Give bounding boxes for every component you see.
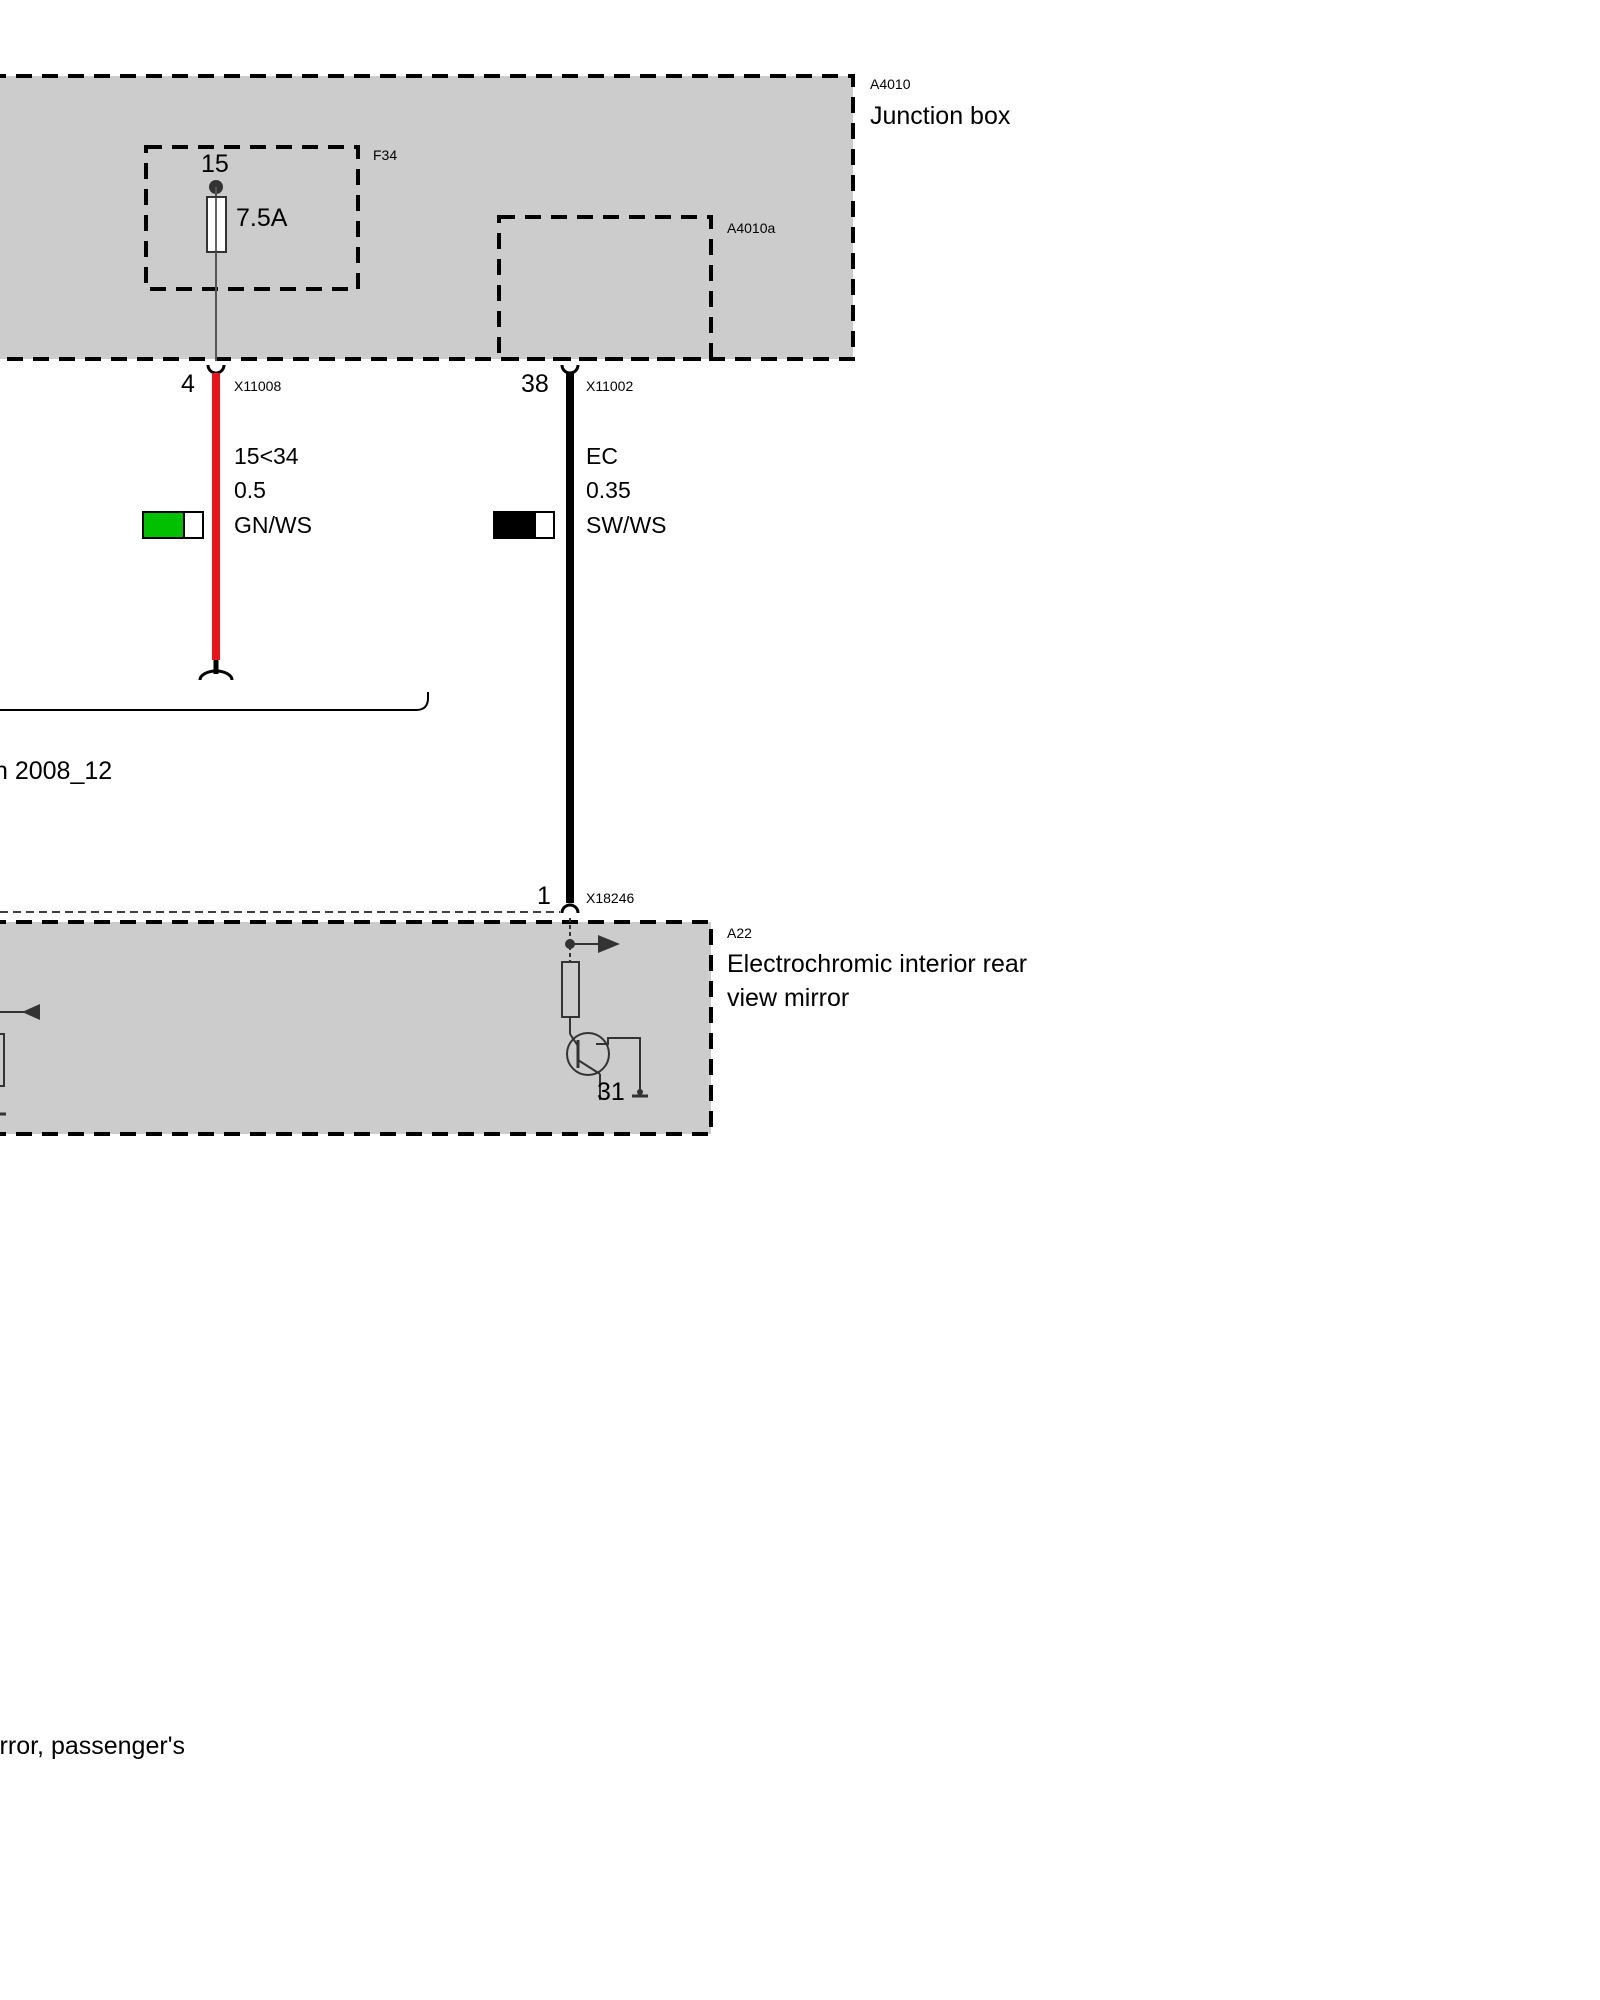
junction-box-id: A4010	[870, 76, 911, 92]
ground-dot	[637, 1089, 643, 1095]
fuse-f34: F34 15 7.5A	[144, 145, 397, 361]
wire-connector: X11002	[586, 378, 633, 394]
wire-signal: EC	[586, 443, 618, 469]
transistor-emitter	[577, 1059, 601, 1075]
connector-socket-icon	[206, 364, 226, 375]
arrow-left-icon	[22, 1004, 40, 1020]
color-swatch-primary	[493, 511, 536, 539]
variant-bracket: n 2008_12	[0, 692, 429, 785]
connector-socket-icon	[560, 364, 580, 375]
wire-signal: 15<34	[234, 443, 299, 469]
color-swatch-secondary	[534, 511, 555, 539]
mirror-connector-id: X18246	[586, 890, 634, 906]
wire-sw-ws: 38 X11002 EC 0.35 SW/WS 1 X18246	[493, 364, 667, 914]
wire-pin: 4	[181, 370, 195, 398]
fuse-id: F34	[373, 147, 397, 163]
fuse-housing	[144, 145, 360, 291]
mirror-connector-pin: 1	[537, 882, 551, 910]
wire-color-code: SW/WS	[586, 512, 667, 538]
subunit-housing	[497, 215, 713, 361]
color-swatch-secondary	[183, 511, 204, 539]
wire-gn-ws: 4 X11008 15<34 0.5 GN/WS	[142, 364, 312, 681]
mirror-module-body	[0, 920, 713, 1136]
wire-gauge: 0.5	[234, 477, 266, 503]
junction-box-name: Junction box	[870, 102, 1011, 130]
junction-box-body	[0, 74, 855, 361]
mirror-id: A22	[727, 925, 752, 941]
wire-break-icon	[198, 669, 234, 681]
transistor-icon	[566, 1032, 610, 1076]
fuse-rating: 7.5A	[236, 204, 288, 232]
mirror-name-line2: view mirror	[727, 984, 849, 1012]
transistor-lead-right	[596, 1037, 641, 1094]
subunit-id: A4010a	[727, 220, 775, 236]
version-note: n 2008_12	[0, 757, 112, 785]
partial-resistor-icon	[0, 1033, 5, 1087]
wire-pin: 38	[521, 370, 549, 398]
connector-plug-icon	[560, 903, 580, 914]
fuse-terminal: 15	[201, 150, 229, 178]
subunit-a4010a: A4010a	[497, 215, 775, 361]
ground-terminal: 31	[597, 1078, 625, 1106]
wire-gauge: 0.35	[586, 477, 631, 503]
bottom-label: irror, passenger's	[0, 1732, 185, 1760]
color-swatch-primary	[142, 511, 185, 539]
bracket-line	[0, 692, 429, 711]
wire-color-code: GN/WS	[234, 512, 312, 538]
mirror-module: A22 Electrochromic interior rear view mi…	[0, 918, 1027, 1136]
wire-connector: X11008	[234, 378, 281, 394]
transistor-collector	[569, 1033, 579, 1047]
arrow-right-icon	[598, 935, 620, 953]
mirror-name-line1: Electrochromic interior rear	[727, 950, 1027, 978]
